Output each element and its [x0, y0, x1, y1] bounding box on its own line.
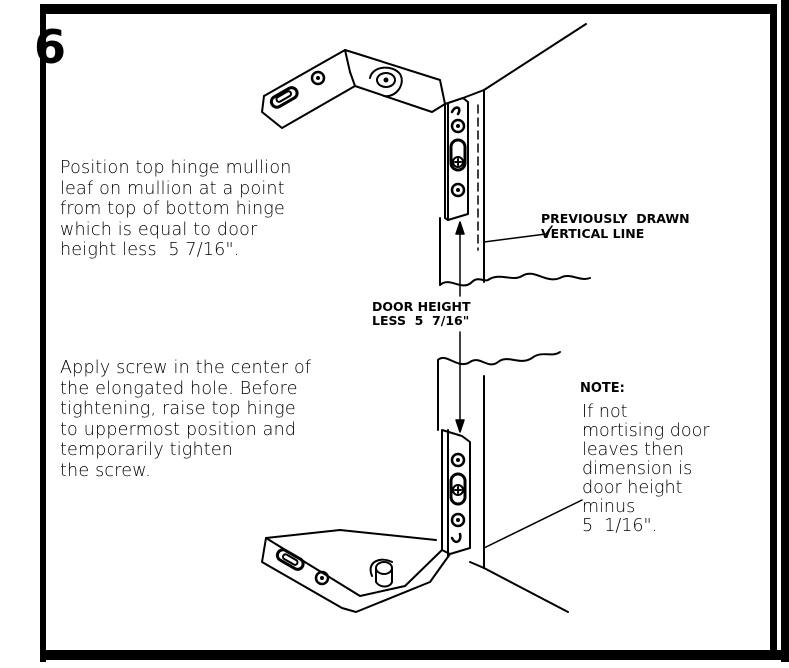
frame-top-border [40, 4, 772, 14]
dimension-arrows [455, 221, 465, 433]
frame-right-border [770, 4, 777, 660]
note-leader-line [483, 499, 583, 549]
note-heading: NOTE: [580, 381, 625, 396]
bottom-instruction-text: Apply screw in the center of the elongat… [60, 358, 312, 481]
note-body: If not mortising door leaves then dimens… [582, 402, 710, 536]
top-hinge [261, 49, 469, 221]
step-number: 6 [34, 20, 67, 74]
callout-leader-line [483, 225, 553, 243]
top-mullion-block [439, 23, 591, 287]
frame-left-border [40, 4, 46, 662]
top-instruction-text: Position top hinge mullion leaf on mulli… [60, 158, 292, 260]
previously-drawn-line-callout: PREVIOUSLY DRAWN VERTICAL LINE [541, 211, 690, 241]
door-height-dimension-label: DOOR HEIGHT LESS 5 7/16" [372, 299, 471, 328]
bottom-hinge [261, 429, 471, 613]
frame-bottom-border [40, 650, 789, 660]
frame-right-outer-border [781, 0, 789, 662]
bottom-mullion-block [437, 351, 569, 613]
